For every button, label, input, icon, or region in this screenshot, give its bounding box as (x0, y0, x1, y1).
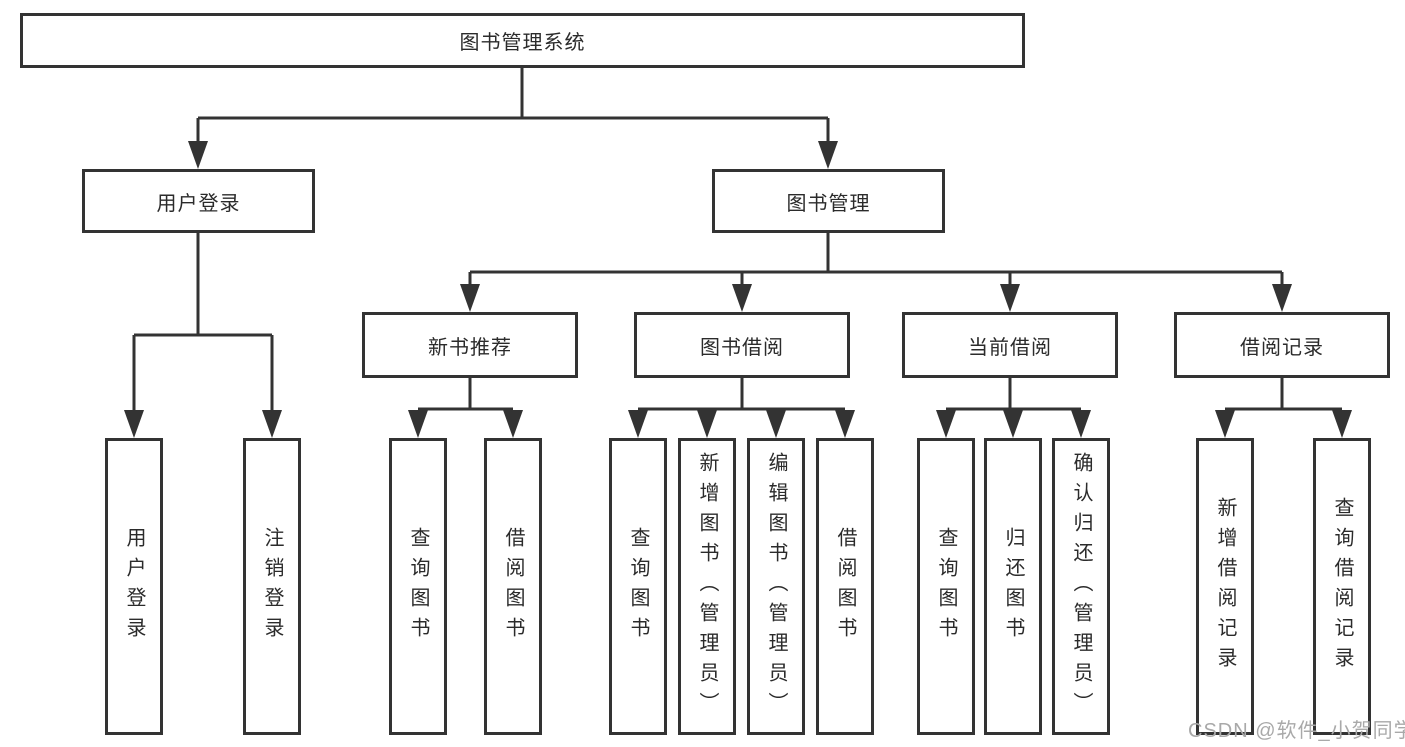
node-new-book-recommend: 新书推荐 (362, 312, 578, 378)
leaf-borrow-books-1: 借阅图书 (484, 438, 542, 735)
leaf-query-borrow-record: 查询借阅记录 (1313, 438, 1371, 735)
leaf-query-books-1: 查询图书 (389, 438, 447, 735)
node-label: 图书借阅 (700, 336, 784, 359)
node-borrow-record: 借阅记录 (1174, 312, 1390, 378)
leaf-edit-books-admin: 编辑图书（管理员） (747, 438, 805, 735)
leaf-label: 注销登录 (261, 526, 283, 647)
leaf-confirm-return-admin: 确认归还（管理员） (1052, 438, 1110, 735)
node-user-login: 用户登录 (82, 169, 315, 233)
node-label: 新书推荐 (428, 336, 512, 359)
leaf-label: 新增借阅记录 (1214, 496, 1236, 677)
leaf-add-borrow-record: 新增借阅记录 (1196, 438, 1254, 735)
leaf-borrow-books-2: 借阅图书 (816, 438, 874, 735)
leaf-logout: 注销登录 (243, 438, 301, 735)
leaf-return-books: 归还图书 (984, 438, 1042, 735)
leaf-label: 新增图书（管理员） (696, 451, 718, 722)
node-library-management-system: 图书管理系统 (20, 13, 1025, 68)
node-label: 图书管理系统 (459, 32, 586, 54)
arrowheads (124, 141, 1352, 438)
node-current-borrow: 当前借阅 (902, 312, 1118, 378)
leaf-label: 查询图书 (935, 526, 957, 647)
leaf-label: 查询图书 (627, 526, 649, 647)
leaf-label: 借阅图书 (502, 526, 524, 647)
node-label: 图书管理 (786, 192, 871, 215)
leaf-label: 借阅图书 (834, 526, 856, 647)
connector-segments (132, 66, 1342, 411)
node-label: 借阅记录 (1240, 336, 1324, 359)
csdn-watermark: CSDN @软件_小贺同学 (1188, 720, 1405, 742)
leaf-label: 归还图书 (1002, 526, 1024, 647)
leaf-query-books-3: 查询图书 (917, 438, 975, 735)
node-label: 当前借阅 (968, 336, 1052, 359)
leaf-query-books-2: 查询图书 (609, 438, 667, 735)
node-book-management: 图书管理 (712, 169, 945, 233)
leaf-label: 确认归还（管理员） (1070, 451, 1092, 722)
leaf-add-books-admin: 新增图书（管理员） (678, 438, 736, 735)
leaf-label: 查询图书 (407, 526, 429, 647)
node-label: 用户登录 (156, 192, 241, 215)
leaf-label: 用户登录 (123, 526, 145, 647)
leaf-label: 查询借阅记录 (1331, 496, 1353, 677)
node-book-borrow: 图书借阅 (634, 312, 850, 378)
leaf-user-login: 用户登录 (105, 438, 163, 735)
leaf-label: 编辑图书（管理员） (765, 451, 787, 722)
